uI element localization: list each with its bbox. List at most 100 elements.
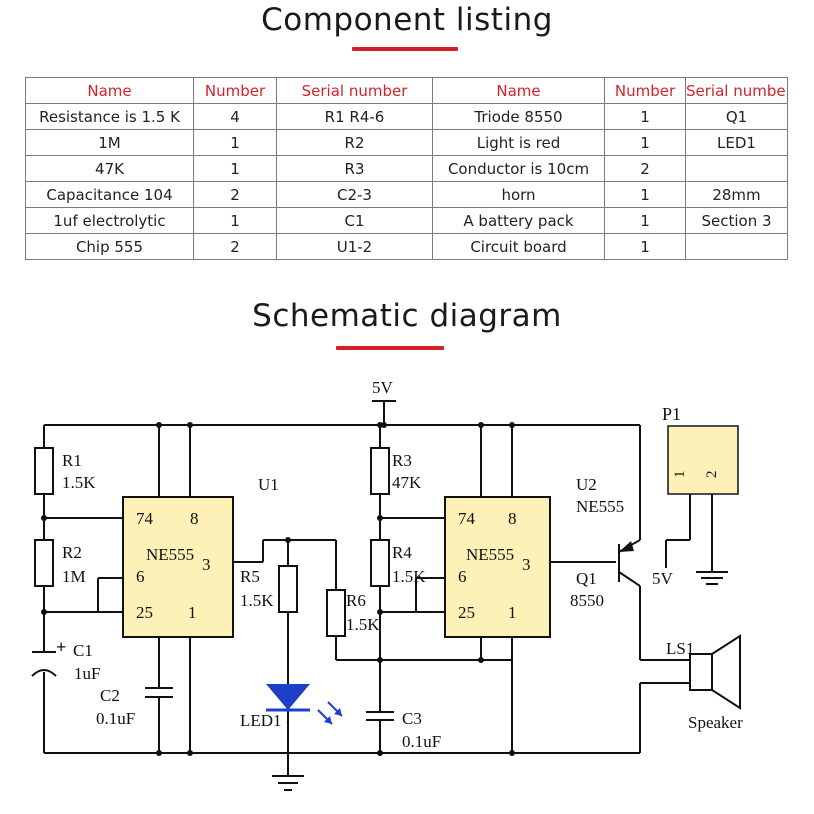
table-cell: 1 [604, 207, 686, 234]
c3-value-label: 0.1uF [402, 732, 441, 751]
table-row: Capacitance 104 2 C2-3 horn 1 28mm [25, 181, 788, 208]
c2-value-label: 0.1uF [96, 709, 135, 728]
schematic-diagram: 5V R1 1.5K R2 1M + C1 1uF C2 0.1uF U1 74… [31, 378, 743, 791]
ls1-ref-label: LS1 [666, 639, 694, 658]
component-listing-title: Component listing [261, 2, 553, 38]
resistor-r3 [370, 447, 390, 495]
p1-ref-label: P1 [662, 404, 681, 424]
col-header-number: Number [604, 77, 686, 104]
table-cell: C1 [276, 207, 433, 234]
q1-ref-label: Q1 [576, 569, 597, 588]
schematic-title-underline [336, 346, 444, 350]
led1-ref-label: LED1 [240, 711, 282, 730]
ground-icon [272, 775, 304, 791]
u2-chip-name-label: NE555 [576, 497, 624, 516]
table-cell: 1 [193, 155, 277, 182]
u2-pin25-label: 25 [458, 603, 475, 622]
r2-ref-label: R2 [62, 543, 82, 562]
table-cell: Chip 555 [25, 233, 194, 260]
q1-value-label: 8550 [570, 591, 604, 610]
u1-ref-label: U1 [258, 475, 279, 494]
r3-value-label: 47K [392, 473, 422, 492]
capacitor-c2 [145, 687, 173, 698]
table-cell: LED1 [685, 129, 788, 156]
u2-pin6-label: 6 [458, 567, 467, 586]
r6-value-label: 1.5K [346, 615, 380, 634]
r4-value-label: 1.5K [392, 567, 426, 586]
table-cell: 4 [193, 103, 277, 130]
r5-value-label: 1.5K [240, 591, 274, 610]
table-cell: R1 R4-6 [276, 103, 433, 130]
junction-dots [41, 422, 515, 756]
table-cell: 28mm [685, 181, 788, 208]
circuit-wires [43, 400, 713, 776]
connector-p1 [667, 425, 739, 495]
u1-pin3-label: 3 [202, 555, 211, 574]
u1-pin1-label: 1 [188, 603, 197, 622]
r1-ref-label: R1 [62, 451, 82, 470]
p1-power-label: 5V [652, 569, 674, 588]
table-cell [685, 233, 788, 260]
table-row: 1M 1 R2 Light is red 1 LED1 [25, 129, 788, 156]
table-cell: 47K [25, 155, 194, 182]
ground-icon [696, 568, 728, 585]
r5-ref-label: R5 [240, 567, 260, 586]
col-header-name: Name [432, 77, 605, 104]
capacitor-c3 [366, 711, 394, 721]
table-cell: horn [432, 181, 605, 208]
table-cell: 1 [604, 103, 686, 130]
u1-pin6-label: 6 [136, 567, 145, 586]
table-cell: 1 [604, 129, 686, 156]
table-cell: 2 [193, 233, 277, 260]
speaker-icon [689, 634, 741, 710]
table-header-row: Name Number Serial number Name Number Se… [25, 77, 788, 104]
table-cell: 1 [193, 207, 277, 234]
table-cell: 1M [25, 129, 194, 156]
chip-u1 [122, 496, 234, 638]
table-cell: 1 [193, 129, 277, 156]
u1-pin25-label: 25 [136, 603, 153, 622]
c2-ref-label: C2 [100, 686, 120, 705]
table-cell: 1 [604, 233, 686, 260]
u2-pin3-label: 3 [522, 555, 531, 574]
table-cell: Triode 8550 [432, 103, 605, 130]
u2-chip-label: NE555 [466, 545, 514, 564]
r4-ref-label: R4 [392, 543, 412, 562]
r3-ref-label: R3 [392, 451, 412, 470]
table-cell: 2 [193, 181, 277, 208]
c1-value-label: 1uF [74, 664, 100, 683]
table-cell: Section 3 [685, 207, 788, 234]
table-row: 47K 1 R3 Conductor is 10cm 2 [25, 155, 788, 182]
table-cell: Q1 [685, 103, 788, 130]
u2-ref-label: U2 [576, 475, 597, 494]
schematic-diagram-title: Schematic diagram [252, 298, 562, 334]
u1-chip-label: NE555 [146, 545, 194, 564]
table-cell [685, 155, 788, 182]
r6-ref-label: R6 [346, 591, 366, 610]
speaker-label: Speaker [688, 713, 743, 732]
r2-value-label: 1M [62, 567, 86, 586]
u2-pin1-label: 1 [508, 603, 517, 622]
resistor-r4 [370, 539, 390, 587]
table-cell: Resistance is 1.5 K [25, 103, 194, 130]
transistor-arrow-icon [619, 541, 634, 552]
component-title-underline [352, 47, 458, 51]
col-header-number: Number [193, 77, 277, 104]
table-cell: Circuit board [432, 233, 605, 260]
led-icon [266, 684, 343, 725]
resistor-r5 [278, 565, 298, 613]
table-cell: 1 [604, 181, 686, 208]
table-row: 1uf electrolytic 1 C1 A battery pack 1 S… [25, 207, 788, 234]
c1-ref-label: C1 [73, 641, 93, 660]
col-header-name: Name [25, 77, 194, 104]
c3-ref-label: C3 [402, 709, 422, 728]
table-cell: Light is red [432, 129, 605, 156]
col-header-serial-number: Serial number [276, 77, 433, 104]
resistor-r6 [326, 589, 346, 637]
col-header-serial-number: Serial number [685, 77, 788, 104]
capacitor-c1 [31, 651, 57, 677]
p1-pin1-label: 1 [672, 471, 688, 479]
table-cell: 1uf electrolytic [25, 207, 194, 234]
supply-label: 5V [372, 378, 394, 397]
resistor-r1 [34, 447, 54, 495]
